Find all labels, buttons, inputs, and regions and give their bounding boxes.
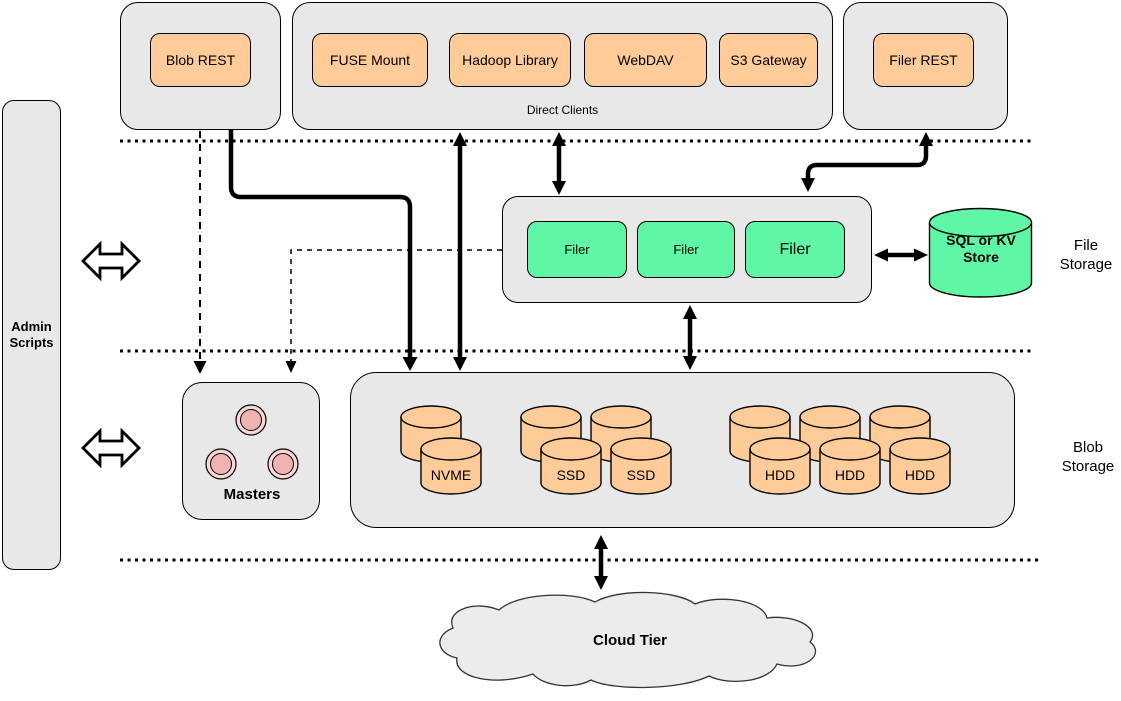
node-filer-2-label: Filer	[673, 242, 699, 257]
blob-storage-side-label: Blob Storage	[1061, 439, 1115, 475]
disk-label: SSD	[557, 467, 586, 483]
edge-filer-to-masters	[285, 249, 502, 373]
node-fuse-mount: FUSE Mount	[312, 33, 428, 87]
node-filer-2: Filer	[637, 221, 735, 278]
disk-label: HDD	[835, 467, 865, 483]
master-nodes-icon	[205, 404, 299, 480]
edge-blobrest-to-blobstorage	[228, 130, 418, 371]
disk-label: NVME	[431, 467, 471, 483]
edge-filer-to-kvstore	[874, 248, 928, 262]
node-webdav-label: WebDAV	[617, 52, 674, 68]
direct-clients-caption: Direct Clients	[526, 103, 599, 117]
disk-cylinder-icon	[610, 437, 672, 495]
masters-group: Masters	[182, 382, 320, 520]
ssd-disk-cluster: SSD SSD	[520, 405, 672, 495]
node-blob-rest-label: Blob REST	[165, 52, 236, 68]
node-s3-gateway-label: S3 Gateway	[730, 52, 807, 68]
node-s3-gateway: S3 Gateway	[719, 33, 818, 87]
cloud-tier-label: Cloud Tier	[593, 632, 667, 649]
node-filer-3-label: Filer	[779, 240, 811, 258]
node-filer-1-label: Filer	[564, 242, 590, 257]
disk-label: HDD	[765, 467, 795, 483]
admin-bidirectional-arrow-icon	[81, 427, 141, 469]
disk-cylinder-icon	[889, 437, 951, 495]
disk-cylinder-icon	[819, 437, 881, 495]
kv-store-cylinder	[928, 207, 1033, 298]
disk-label: HDD	[905, 467, 935, 483]
file-storage-side-label: File Storage	[1059, 237, 1113, 273]
node-webdav: WebDAV	[584, 33, 707, 87]
admin-scripts-label: Admin Scripts	[9, 319, 54, 350]
disk-cylinder-icon	[420, 437, 482, 495]
edge-filer-to-blobstorage	[683, 305, 697, 370]
disk-label: SSD	[627, 467, 656, 483]
masters-label: Masters	[223, 486, 281, 503]
node-fuse-mount-label: FUSE Mount	[329, 52, 411, 68]
node-filer-rest-label: Filer REST	[889, 52, 958, 68]
edge-blobrest-to-masters	[193, 131, 207, 374]
disk-cylinder-icon	[540, 437, 602, 495]
node-filer-3: Filer	[745, 221, 845, 278]
master-node-icon	[205, 448, 237, 480]
node-filer-1: Filer	[527, 221, 627, 278]
admin-bidirectional-arrow-icon	[81, 240, 141, 282]
edge-clients-to-blobstorage	[453, 132, 467, 371]
edge-filerrest-to-filer	[801, 132, 933, 192]
master-node-icon	[235, 404, 267, 436]
nvme-disk-cluster: NVME	[400, 405, 482, 495]
edge-clients-to-filer	[552, 132, 566, 195]
admin-scripts-bar: Admin Scripts	[2, 100, 61, 570]
node-hadoop-library-label: Hadoop Library	[462, 52, 558, 68]
node-hadoop-library: Hadoop Library	[449, 33, 571, 87]
hdd-disk-cluster: HDD HDD HDD	[729, 405, 951, 495]
master-node-icon	[267, 448, 299, 480]
edge-blobstorage-to-cloud	[594, 535, 608, 590]
disk-cylinder-icon	[749, 437, 811, 495]
cloud-shape	[439, 591, 817, 689]
node-filer-rest: Filer REST	[873, 33, 974, 87]
kv-store-label: SQL or KV Store	[946, 232, 1016, 265]
node-blob-rest: Blob REST	[150, 33, 251, 87]
